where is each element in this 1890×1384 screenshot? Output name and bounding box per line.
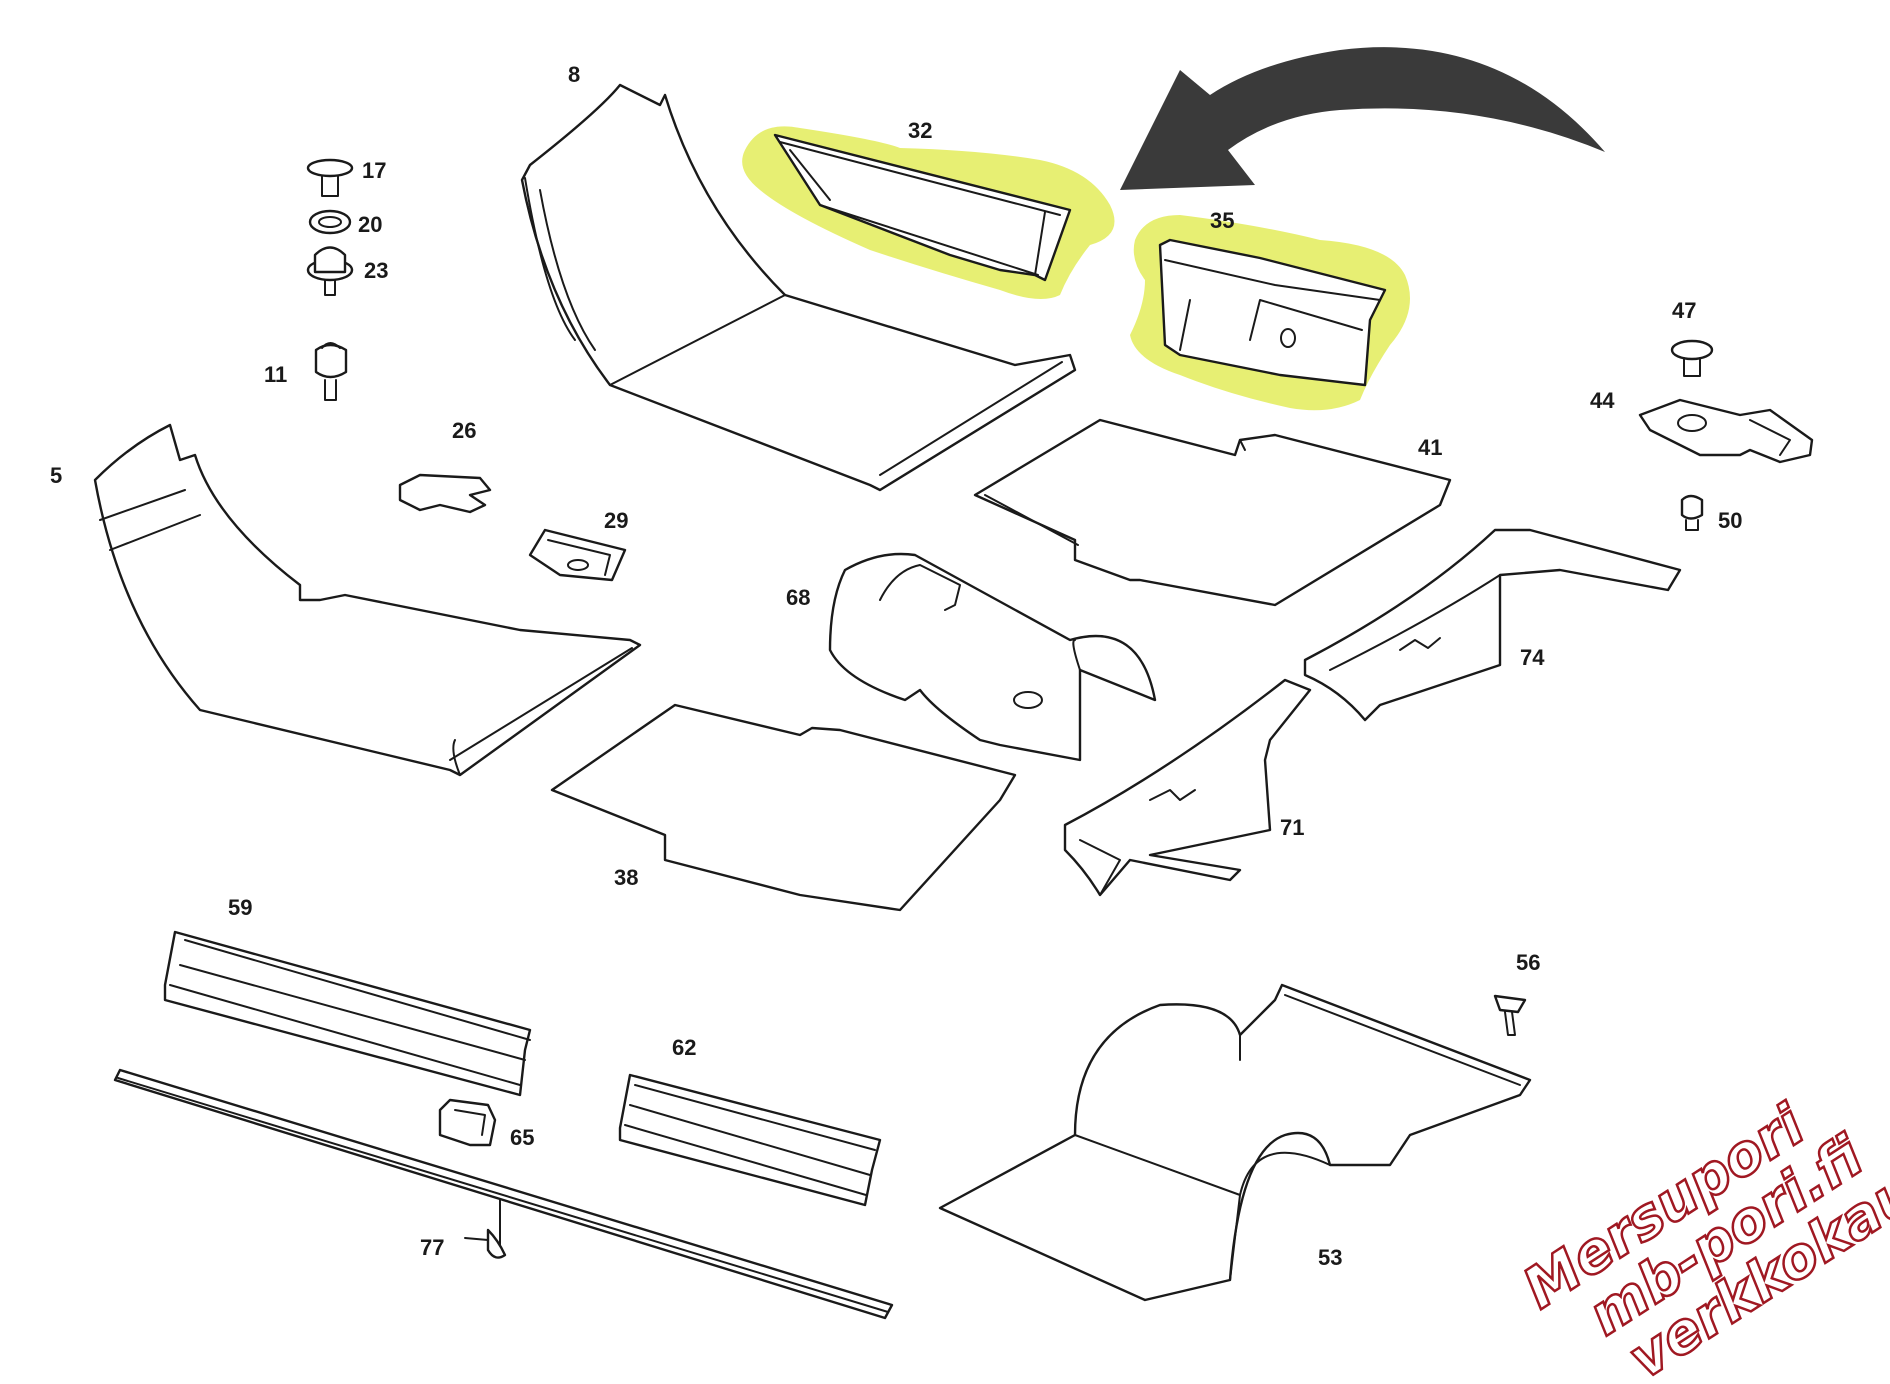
sill-strip [113, 1068, 894, 1320]
label-68: 68 [786, 585, 810, 610]
label-77: 77 [420, 1235, 444, 1260]
part-8 [520, 83, 1077, 492]
watermark: Mersupori mb-pori.fi verkkokauppa [1511, 1091, 1890, 1384]
part-56 [1493, 994, 1527, 1036]
label-23: 23 [364, 258, 388, 283]
label-20: 20 [358, 212, 382, 237]
part-68 [828, 552, 1157, 762]
label-38: 38 [614, 865, 638, 890]
part-47 [1670, 339, 1714, 377]
part-26 [398, 473, 492, 514]
label-32: 32 [908, 118, 932, 143]
label-41: 41 [1418, 435, 1442, 460]
label-74: 74 [1520, 645, 1545, 670]
part-62 [618, 1073, 882, 1207]
part-50 [1680, 494, 1704, 531]
part-65 [438, 1098, 497, 1147]
fastener-11 [314, 342, 348, 401]
label-65: 65 [510, 1125, 534, 1150]
part-59 [163, 930, 532, 1097]
fastener-17 [306, 158, 354, 197]
direction-arrow [1120, 47, 1605, 190]
label-47: 47 [1672, 298, 1696, 323]
label-56: 56 [1516, 950, 1540, 975]
label-50: 50 [1718, 508, 1742, 533]
part-38 [550, 703, 1017, 912]
part-32 [773, 133, 1072, 282]
label-59: 59 [228, 895, 252, 920]
label-71: 71 [1280, 815, 1304, 840]
label-5: 5 [50, 463, 62, 488]
label-26: 26 [452, 418, 476, 443]
fastener-20 [308, 209, 352, 235]
label-53: 53 [1318, 1245, 1342, 1270]
label-29: 29 [604, 508, 628, 533]
part-44 [1638, 398, 1814, 464]
part-77 [464, 1199, 507, 1259]
part-71 [1063, 678, 1312, 897]
label-17: 17 [362, 158, 386, 183]
part-5 [93, 423, 642, 777]
label-44: 44 [1590, 388, 1615, 413]
part-74 [1303, 528, 1682, 722]
part-35 [1158, 238, 1387, 387]
label-11: 11 [264, 362, 287, 387]
label-62: 62 [672, 1035, 696, 1060]
part-53 [938, 983, 1532, 1302]
part-29 [528, 528, 627, 582]
fastener-23 [306, 246, 354, 296]
label-35: 35 [1210, 208, 1234, 233]
part-41 [973, 418, 1452, 607]
label-8: 8 [568, 62, 580, 87]
